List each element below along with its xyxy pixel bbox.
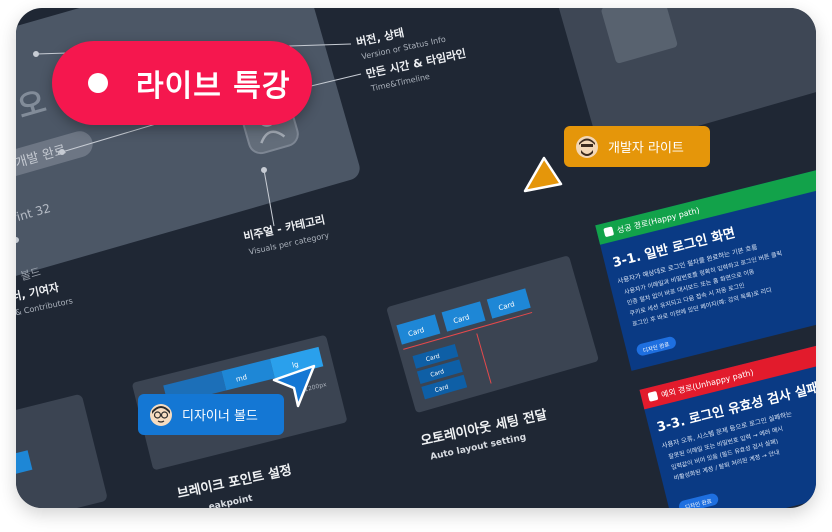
breakpoint-subtitle: eakpoint — [208, 494, 254, 508]
left-bottom-panel — [16, 394, 107, 508]
autolayout-card — [486, 288, 531, 319]
check-icon — [603, 226, 614, 237]
developer-cursor-name: 개발자 라이트 — [608, 141, 684, 156]
autolayout-card — [412, 343, 459, 369]
close-icon — [647, 391, 658, 402]
autolayout-card — [441, 301, 486, 332]
live-dot-icon — [88, 73, 108, 93]
happy-path-card[interactable]: 성공 경로(Happy path) 3-1. 일반 로그인 화면 사용자가 예상… — [595, 162, 816, 371]
canvas-frame: 트 오 개발 완료 print 32 볼드 — [16, 8, 816, 508]
svg-text:Card: Card — [430, 368, 446, 379]
happy-path-button[interactable] — [635, 336, 677, 357]
live-lecture-badge: 라이브 특강 — [52, 41, 312, 125]
happy-path-header-bar — [595, 162, 816, 245]
designer-cursor-icon — [272, 364, 316, 408]
breakpoint-title: 브레이크 포인트 설정 — [176, 462, 293, 502]
autolayout-diagram: Card Card Card Card Card Card — [387, 256, 599, 413]
developer-cursor-icon — [523, 156, 563, 193]
designer-cursor-name: 디자이너 볼드 — [182, 409, 258, 424]
designer-cursor-tag: 디자이너 볼드 — [138, 394, 284, 435]
svg-text:Card: Card — [425, 353, 441, 364]
live-lecture-label: 라이브 특강 — [136, 69, 291, 104]
unhappy-path-header-bar — [639, 327, 816, 410]
developer-avatar-icon — [576, 135, 598, 158]
svg-text:md: md — [235, 373, 248, 383]
autolayout-card — [421, 374, 468, 400]
status-badge — [16, 131, 93, 177]
field-label: 볼드 — [19, 265, 42, 283]
autolayout-card — [396, 314, 441, 345]
svg-text:lg: lg — [291, 360, 299, 369]
designer-avatar-icon — [150, 403, 172, 426]
top-right-panel — [555, 8, 816, 152]
unhappy-path-card[interactable]: 예외 경로(Unhappy path) 3-3. 로그인 유효성 검사 실패 사… — [639, 327, 816, 508]
developer-cursor-tag: 개발자 라이트 — [564, 126, 710, 167]
svg-text:Card: Card — [434, 383, 450, 394]
svg-text:디자인 완료: 디자인 완료 — [684, 497, 712, 508]
unhappy-path-button[interactable] — [678, 492, 720, 508]
autolayout-card — [416, 359, 463, 384]
